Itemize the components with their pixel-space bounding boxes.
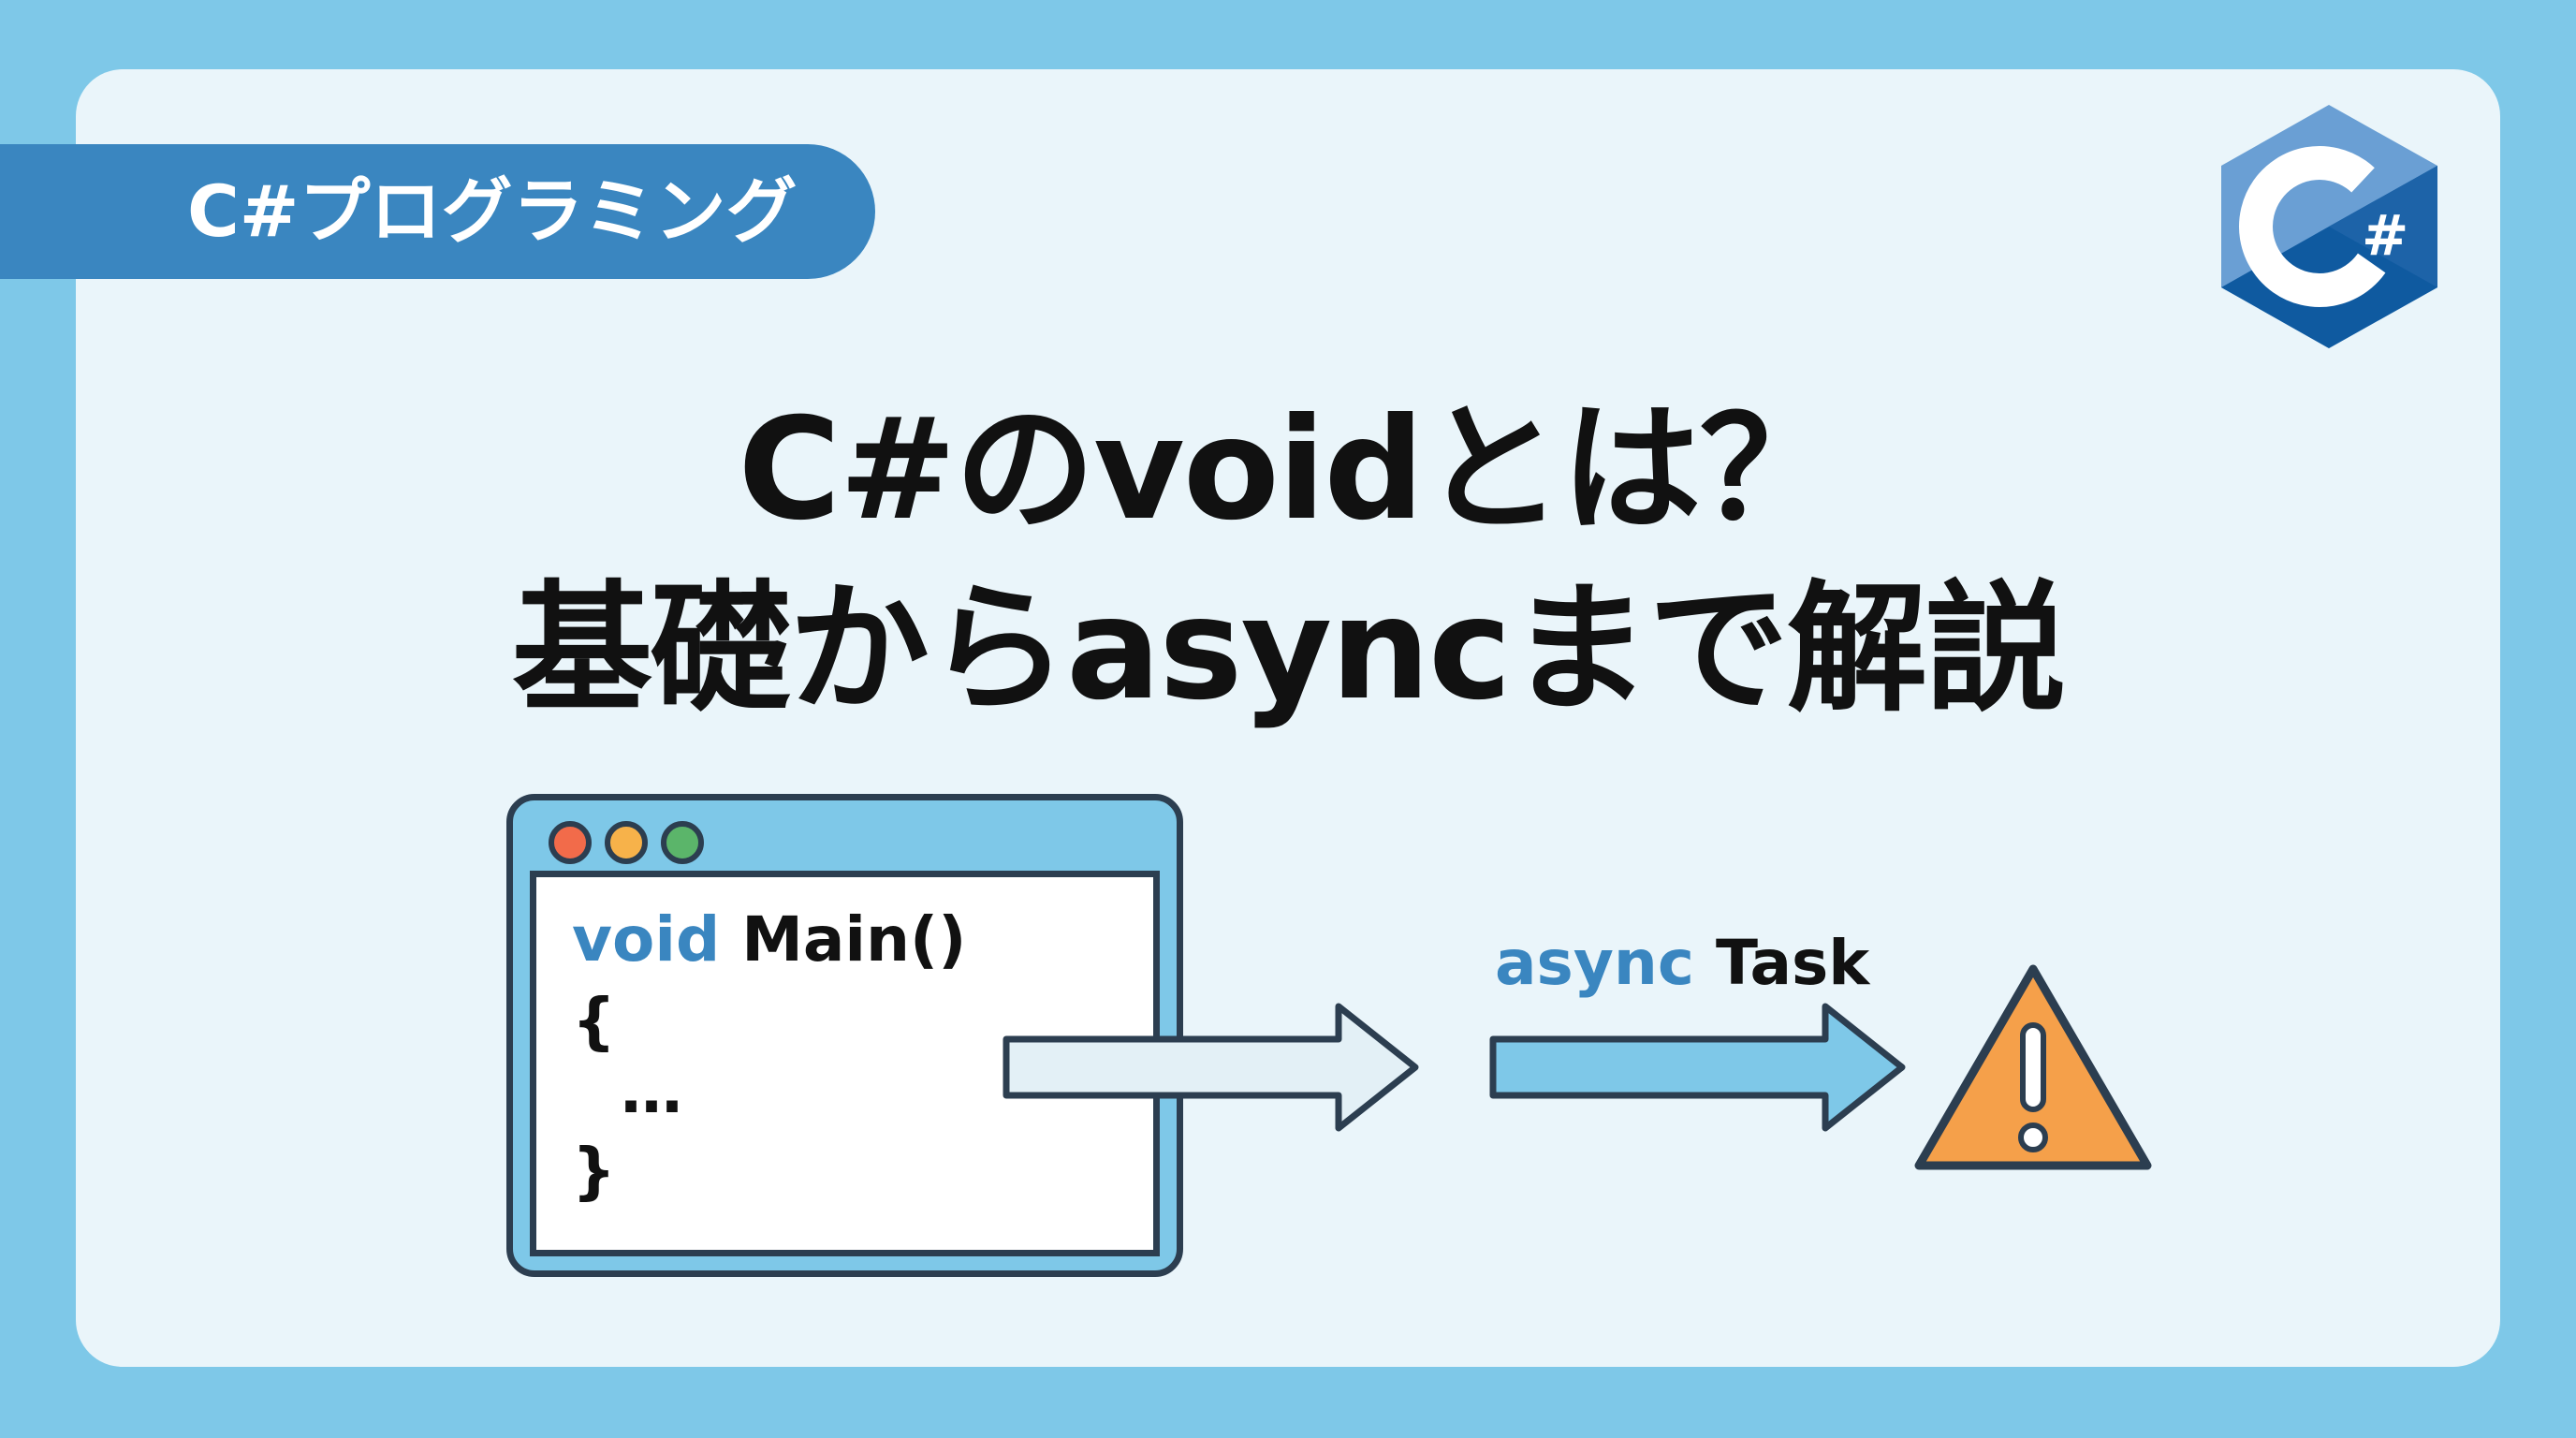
method-name: Main(): [741, 903, 967, 976]
category-label: C#プログラミング: [187, 169, 798, 253]
async-keyword: async: [1495, 927, 1694, 999]
minimize-dot-icon: [605, 821, 648, 864]
code-window: void Main() { … }: [506, 794, 1183, 1277]
arrow-right-icon: [1489, 1003, 1906, 1132]
arrow-right-icon: [1003, 1003, 1419, 1132]
maximize-dot-icon: [661, 821, 704, 864]
category-badge: C#プログラミング: [0, 144, 875, 279]
void-keyword: void: [572, 903, 721, 976]
code-line-signature: void Main(): [572, 903, 966, 976]
code-close-brace: }: [572, 1135, 616, 1207]
title-line-2: 基礎からasyncまで解説: [512, 568, 2066, 731]
task-type: Task: [1715, 927, 1870, 999]
title-line-1: C#のvoidとは？: [738, 389, 1839, 551]
warning-icon: [1914, 964, 2152, 1170]
async-task-label: async Task: [1495, 927, 1869, 999]
close-dot-icon: [549, 821, 592, 864]
code-open-brace: {: [572, 985, 616, 1057]
code-ellipsis: …: [621, 1055, 682, 1127]
svg-text:#: #: [2362, 203, 2408, 269]
csharp-logo-icon: #: [2221, 105, 2437, 348]
